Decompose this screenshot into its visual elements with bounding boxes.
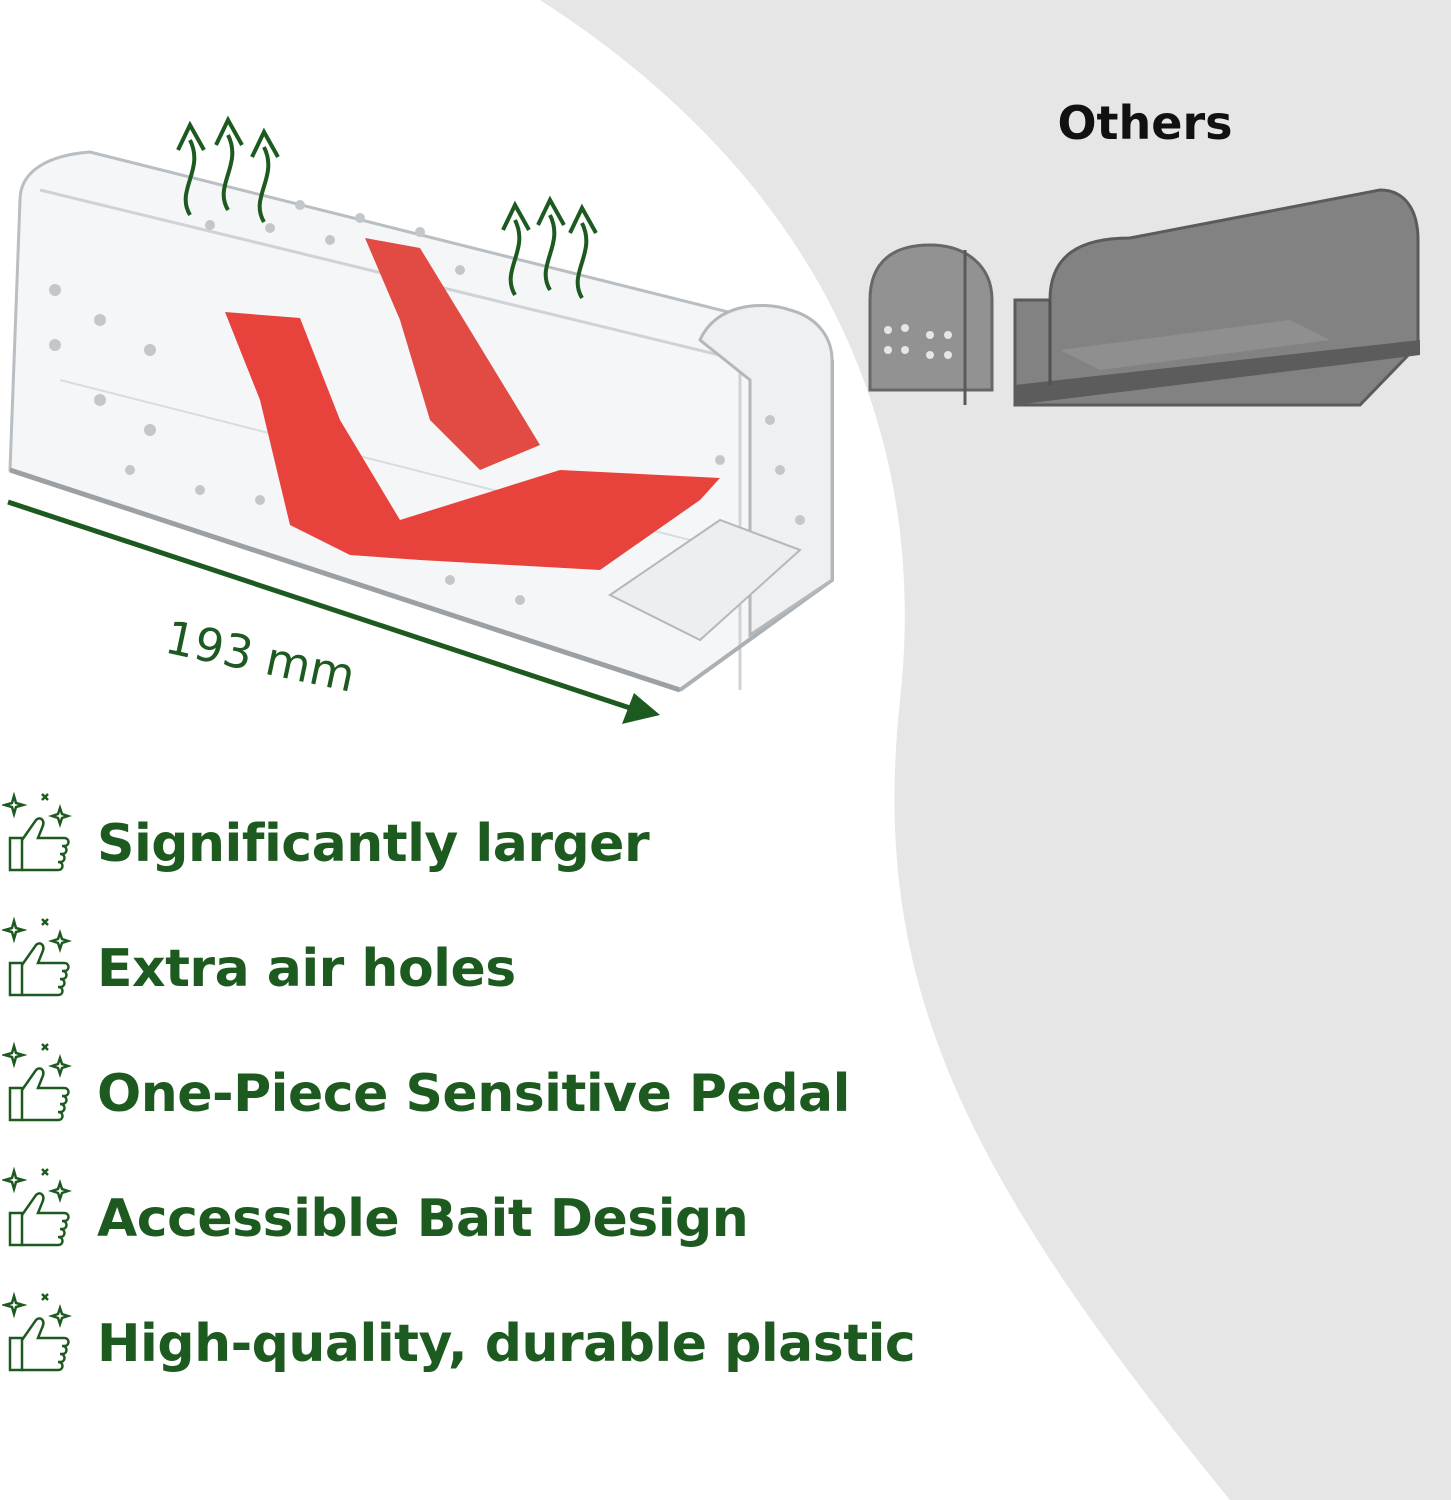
thumbs-up-sparkle-icon: [2, 1041, 72, 1122]
feature-label: Accessible Bait Design: [97, 1189, 749, 1249]
list-item: High-quality, durable plastic: [0, 1288, 960, 1388]
list-item: Extra air holes: [0, 913, 960, 1013]
thumbs-up-sparkle-icon: [2, 1291, 72, 1372]
others-trap: [868, 188, 1420, 407]
list-item: Accessible Bait Design: [0, 1163, 960, 1263]
product-illustration: [7, 115, 1420, 724]
feature-list: Significantly larger Extra air holes One…: [0, 788, 960, 1413]
list-item: Significantly larger: [0, 788, 960, 888]
thumbs-up-sparkle-icon: [2, 916, 72, 997]
red-pedal: [225, 312, 720, 570]
dimension-arrow: [7, 499, 660, 724]
thumbs-up-sparkle-icon: [2, 1166, 72, 1247]
feature-label: High-quality, durable plastic: [97, 1314, 916, 1374]
others-title: Others: [1057, 96, 1233, 150]
airflow-arrows-right: [501, 195, 598, 300]
list-item: One-Piece Sensitive Pedal: [0, 1038, 960, 1138]
feature-label: Extra air holes: [97, 939, 516, 999]
airflow-arrows-left: [176, 115, 280, 224]
feature-label: One-Piece Sensitive Pedal: [97, 1064, 850, 1124]
feature-label: Significantly larger: [97, 814, 650, 874]
transparent-trap: [8, 150, 834, 693]
thumbs-up-sparkle-icon: [2, 791, 72, 872]
